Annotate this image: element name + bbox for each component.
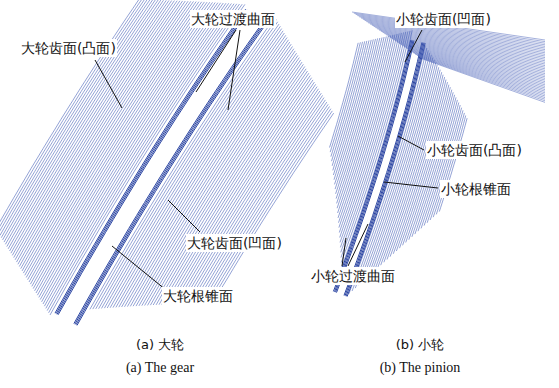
- surface-label: 小轮过渡曲面: [310, 267, 396, 285]
- mesh-line: [430, 110, 463, 220]
- mesh-line: [347, 43, 425, 297]
- mesh-line: [0, 0, 139, 229]
- mesh-line: [7, 0, 161, 247]
- surface-label: 大轮根锥面: [162, 287, 234, 305]
- mesh-line: [162, 73, 309, 304]
- mesh-line: [77, 24, 266, 326]
- mesh-line: [165, 76, 311, 305]
- mesh-line: [412, 95, 455, 237]
- mesh-line: [11, 0, 169, 253]
- mesh-line: [17, 1, 180, 262]
- mesh-line: [330, 43, 359, 148]
- mesh-line: [15, 1, 177, 260]
- mesh-lines: [0, 0, 545, 325]
- mesh-line: [436, 116, 465, 215]
- mesh-line: [335, 40, 412, 292]
- mesh-line: [384, 34, 545, 69]
- mesh-line: [419, 56, 545, 99]
- mesh-line: [3, 0, 153, 240]
- mesh-line: [402, 46, 545, 85]
- mesh-line: [156, 69, 306, 305]
- mesh-line: [410, 50, 545, 91]
- leader-line: [348, 224, 368, 266]
- mesh-line: [5, 0, 158, 244]
- mesh-line: [417, 55, 545, 97]
- mesh-line: [335, 39, 376, 185]
- leader-line: [95, 60, 122, 108]
- mesh-line: [19, 1, 185, 267]
- leader-lines: [95, 30, 438, 290]
- mesh-line: [401, 44, 545, 83]
- mesh-line: [170, 80, 313, 304]
- mesh-line: [122, 42, 290, 307]
- mesh-line: [330, 42, 360, 152]
- surface-label: 小轮齿面(凸面): [426, 141, 523, 159]
- subfigure-caption: (a) 大轮: [135, 336, 185, 354]
- mesh-line: [362, 55, 432, 282]
- mesh-line: [10, 0, 167, 251]
- mesh-line: [393, 40, 545, 77]
- mesh-line: [415, 97, 456, 234]
- mesh-line: [413, 53, 545, 95]
- mesh-line: [433, 113, 464, 217]
- mesh-line: [14, 1, 175, 258]
- mesh-line: [333, 40, 371, 175]
- mesh-line: [344, 42, 422, 295]
- mesh-line: [406, 48, 545, 88]
- mesh-line: [333, 40, 410, 292]
- leader-line: [196, 30, 236, 92]
- surface-label: 小轮根锥面: [440, 180, 512, 198]
- mesh-line: [383, 32, 545, 67]
- mesh-line: [370, 24, 545, 56]
- mesh-line: [76, 23, 265, 325]
- surface-label: 大轮齿面(凸面): [20, 39, 117, 57]
- mesh-line: [404, 47, 545, 87]
- leader-line: [398, 136, 424, 150]
- mesh-line: [408, 49, 545, 89]
- mesh-line: [345, 43, 423, 296]
- mesh-line: [399, 43, 545, 81]
- mesh-line: [127, 47, 292, 307]
- surface-label: 大轮齿面(凹面): [186, 234, 283, 252]
- mesh-line: [12, 1, 171, 256]
- mesh-line: [142, 58, 299, 306]
- surface-label: 小轮齿面(凹面): [395, 10, 492, 28]
- leader-line: [405, 30, 422, 62]
- mesh-line: [393, 80, 446, 254]
- mesh-line: [333, 40, 369, 170]
- mesh-line: [332, 41, 367, 166]
- mesh-line: [420, 58, 545, 101]
- mesh-line: [173, 82, 314, 304]
- mesh-line: [338, 36, 389, 213]
- mesh-line: [0, 0, 142, 231]
- leader-line: [168, 200, 200, 232]
- leader-line: [384, 182, 438, 188]
- mesh-line: [168, 78, 312, 305]
- leader-line: [112, 246, 166, 290]
- mesh-line: [331, 42, 363, 157]
- mesh-line: [332, 41, 365, 161]
- mesh-line: [411, 52, 545, 93]
- mesh-line: [390, 37, 545, 73]
- mesh-line: [424, 105, 460, 226]
- mesh-line: [340, 32, 403, 247]
- leader-line: [228, 30, 240, 110]
- surface-label: 大轮过渡曲面: [190, 10, 276, 28]
- mesh-line: [18, 1, 183, 264]
- mesh-line: [427, 108, 461, 223]
- subfigure-caption: (b) The pinion: [379, 359, 462, 377]
- mesh-line: [341, 31, 410, 263]
- mesh-line: [415, 54, 545, 96]
- subfigure-caption: (a) The gear: [125, 359, 195, 377]
- mesh-line: [4, 0, 155, 242]
- leader-line: [342, 238, 346, 266]
- mesh-line: [346, 43, 424, 296]
- subfigure-caption: (b) 小轮: [395, 336, 446, 354]
- mesh-line: [422, 59, 545, 103]
- mesh-line: [1, 0, 150, 238]
- mesh-line: [150, 64, 303, 305]
